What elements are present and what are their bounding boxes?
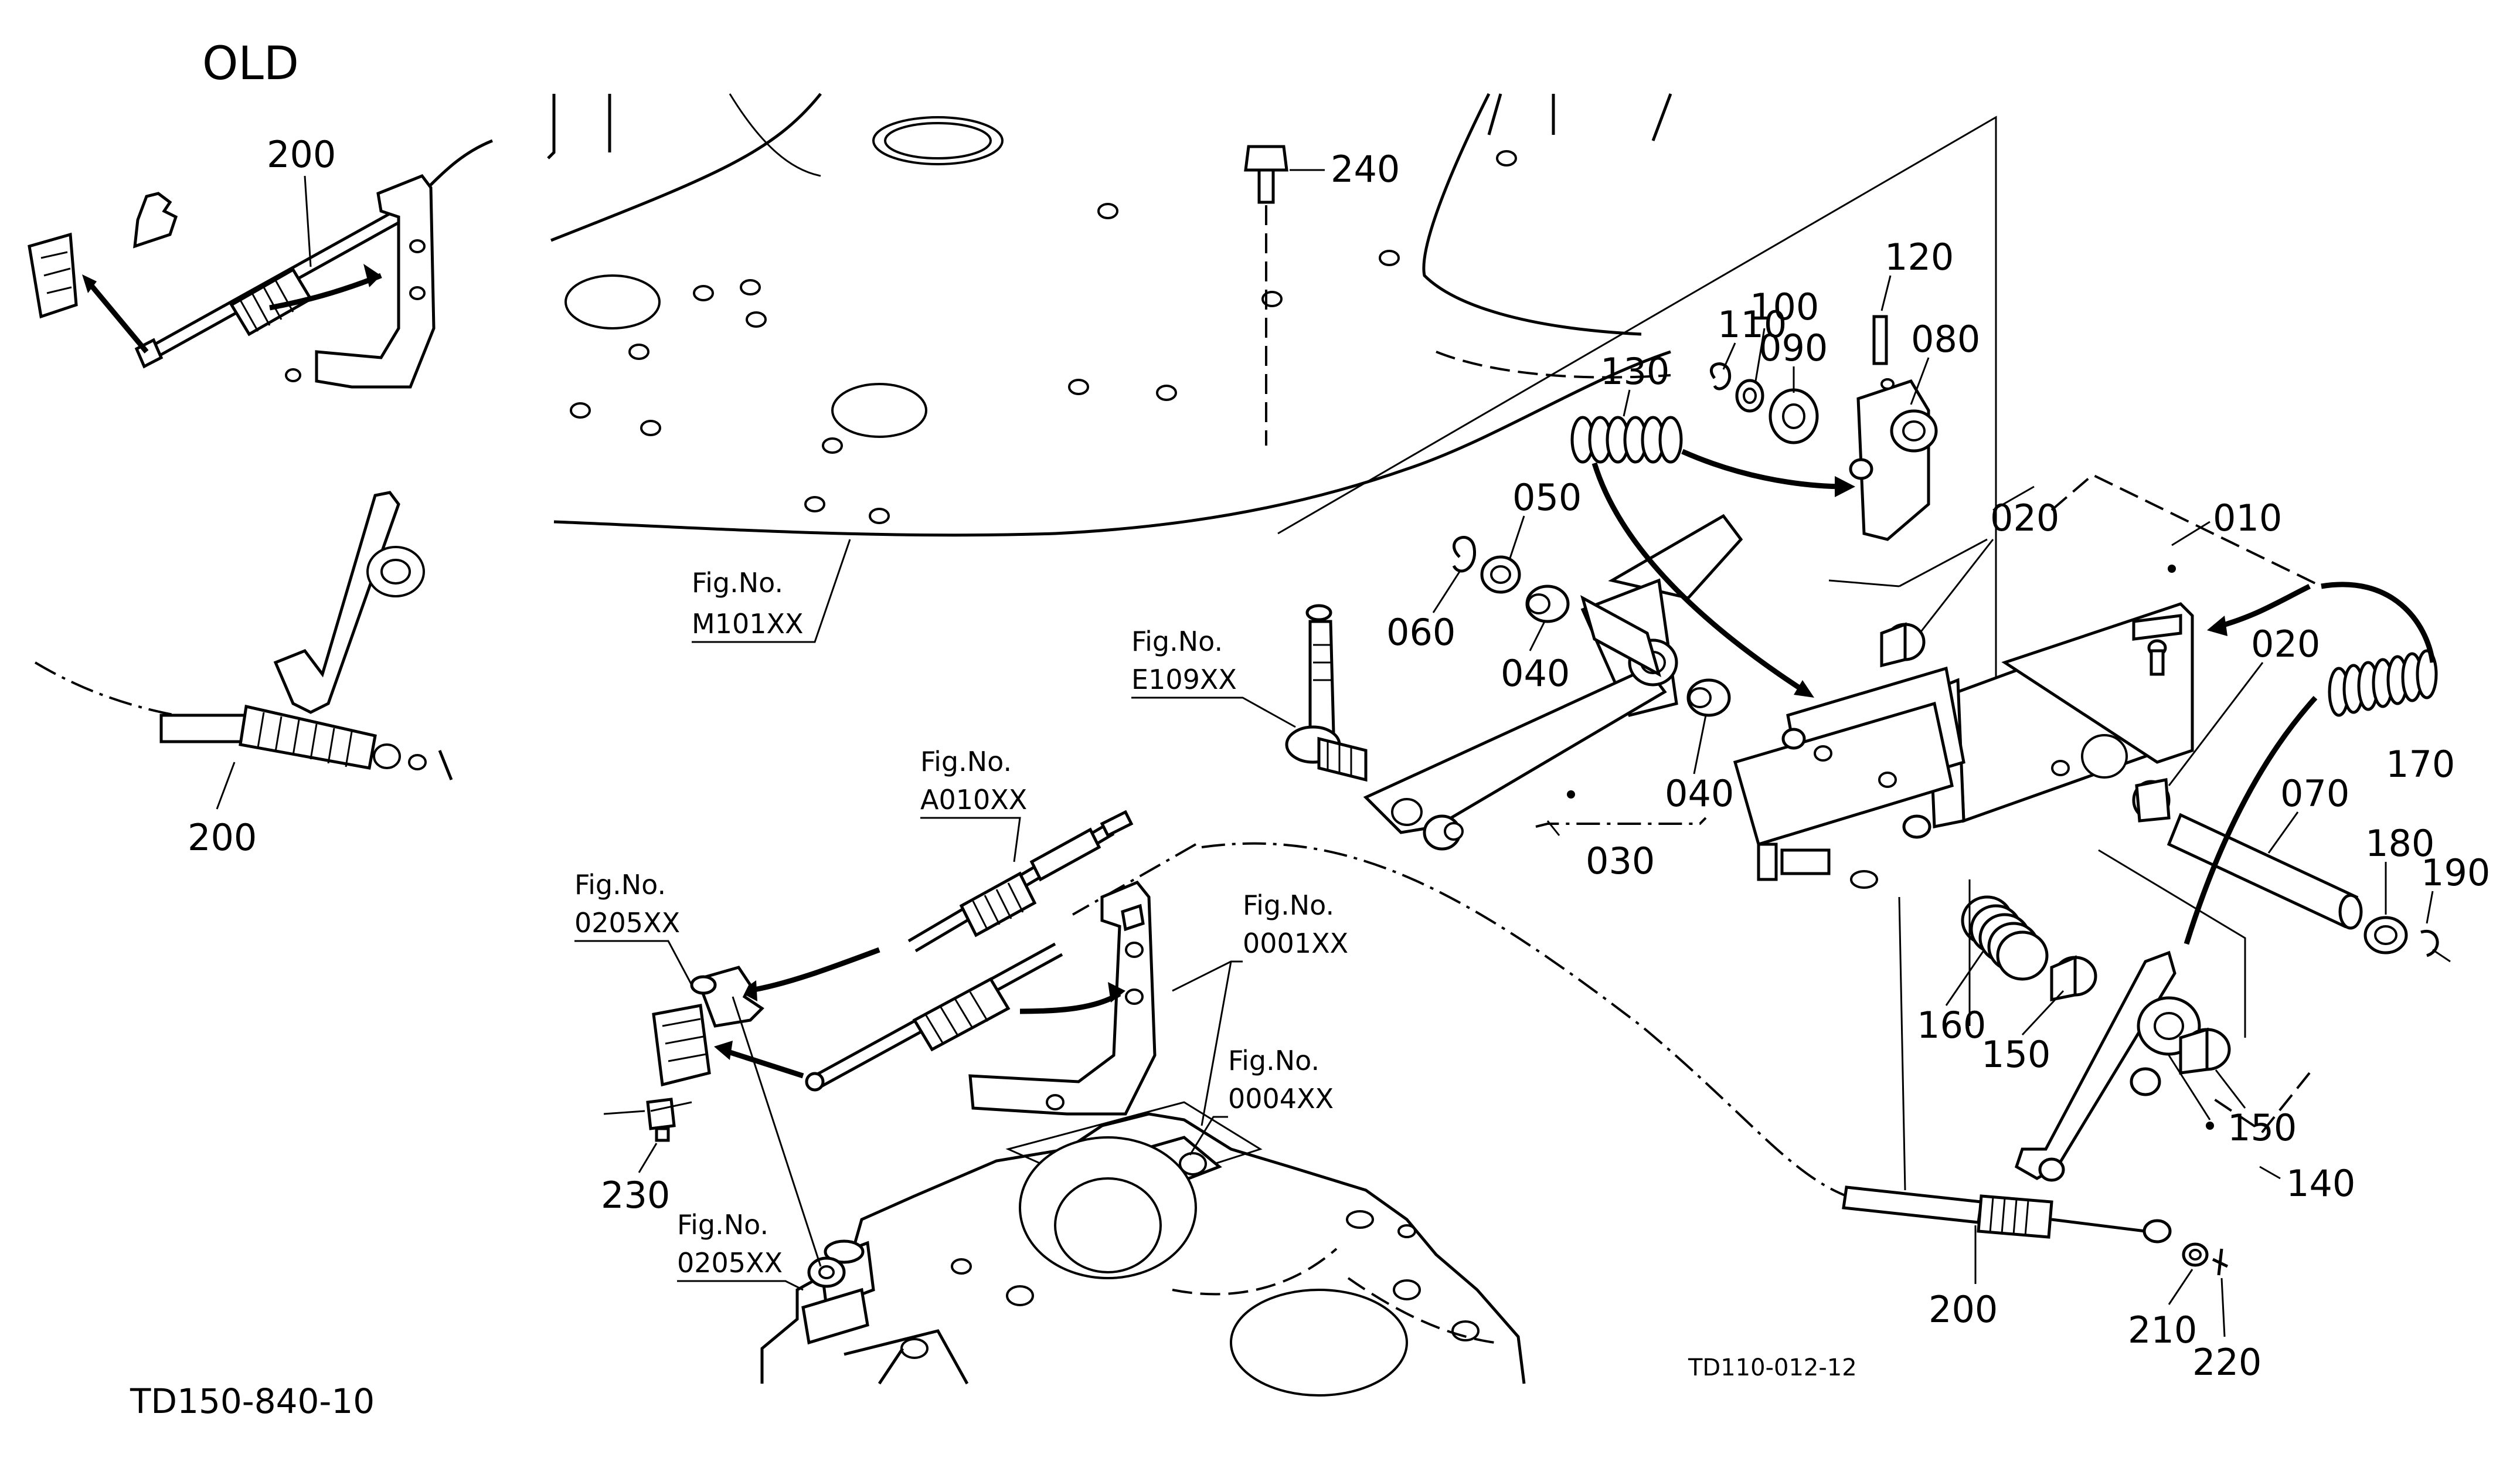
callout-040-upper: 040 (1501, 652, 1570, 695)
callout-210: 210 (2128, 1309, 2197, 1351)
bracket-010: 010 020 (1733, 473, 2322, 1133)
callout-200-old-top: 200 (267, 133, 336, 176)
fig-ref-0205-bottom: 0205XX (677, 1247, 783, 1279)
callout-190: 190 (2421, 851, 2490, 894)
callout-150-left: 150 (1981, 1033, 2050, 1076)
main-cable: 200 210 220 (1201, 842, 2261, 1384)
callout-030: 030 (1586, 840, 1655, 882)
fig-label-0001: Fig.No. (1243, 889, 1334, 921)
frame-plate: 240 Fig.No. M101XX (547, 93, 1997, 803)
callout-140: 140 (2286, 1162, 2355, 1205)
lower-arm: 160 150 150 140 (1917, 849, 2355, 1205)
fig-ref-a010: A010XX (920, 784, 1027, 816)
callout-120: 120 (1885, 236, 1954, 278)
callout-070: 070 (2280, 772, 2349, 815)
fig-ref-m101: M101XX (692, 608, 804, 640)
fig-ref-e109: E109XX (1131, 664, 1237, 695)
callout-220: 220 (2192, 1341, 2261, 1384)
variant-label: OLD (202, 38, 299, 90)
spring-170 (2328, 649, 2438, 717)
fig-label-0205-bottom: Fig.No. (677, 1209, 768, 1241)
callout-080: 080 (1911, 318, 1980, 361)
fig-ref-0001: 0001XX (1243, 928, 1348, 959)
pivot-arm: 120 080 090 100 110 130 (1570, 236, 1980, 698)
fig-ref-0004: 0004XX (1228, 1083, 1334, 1115)
fig-label-0004: Fig.No. (1228, 1045, 1319, 1076)
old-inset-top: 200 (28, 133, 493, 389)
callout-110: 110 (1718, 303, 1787, 346)
fig-label-0205-top: Fig.No. (574, 869, 666, 901)
callout-090: 090 (1759, 327, 1828, 369)
spring-160 (1961, 895, 2049, 981)
callout-150-right: 150 (2227, 1106, 2297, 1149)
pedal-assembly: 030 040 040 050 060 (1363, 476, 1743, 882)
callout-130: 130 (1600, 350, 1669, 393)
fig-label-m101: Fig.No. (692, 567, 783, 599)
callout-010: 010 (2213, 497, 2282, 539)
callout-230: 230 (601, 1174, 670, 1217)
shaft-assembly: 020 070 180 190 170 (2132, 582, 2490, 963)
callout-100: 100 (1750, 286, 1819, 328)
throttle-linkage: Fig.No. A010XX Fig.No. 0001XX Fig.No. 02… (574, 746, 1348, 1217)
callout-170: 170 (2386, 743, 2455, 786)
callout-200-old-lower: 200 (188, 816, 257, 859)
callout-020-left: 020 (1990, 497, 2059, 539)
spring-130 (1570, 416, 1683, 464)
fig-ref-0205-top: 0205XX (574, 907, 680, 939)
callout-050: 050 (1512, 476, 1582, 519)
callout-180: 180 (2365, 822, 2434, 865)
callout-160: 160 (1917, 1004, 1986, 1047)
callout-020-right: 020 (2251, 623, 2320, 665)
sub-drawing-number: TD110-012-12 (1688, 1354, 1857, 1381)
callout-240: 240 (1331, 148, 1400, 191)
callout-040-lower: 040 (1665, 772, 1734, 815)
fig-label-a010: Fig.No. (920, 746, 1012, 777)
callout-200-main: 200 (1929, 1288, 1998, 1331)
callout-060: 060 (1386, 611, 1455, 654)
old-inset-lower: 200 (34, 491, 453, 859)
drawing-number: TD150-840-10 (130, 1381, 375, 1421)
engine-block: Fig.No. 0205XX Fig.No. 0004XX (677, 996, 1526, 1397)
sensor-e109: Fig.No. E109XX (1131, 604, 1368, 782)
fig-label-e109: Fig.No. (1131, 626, 1223, 657)
